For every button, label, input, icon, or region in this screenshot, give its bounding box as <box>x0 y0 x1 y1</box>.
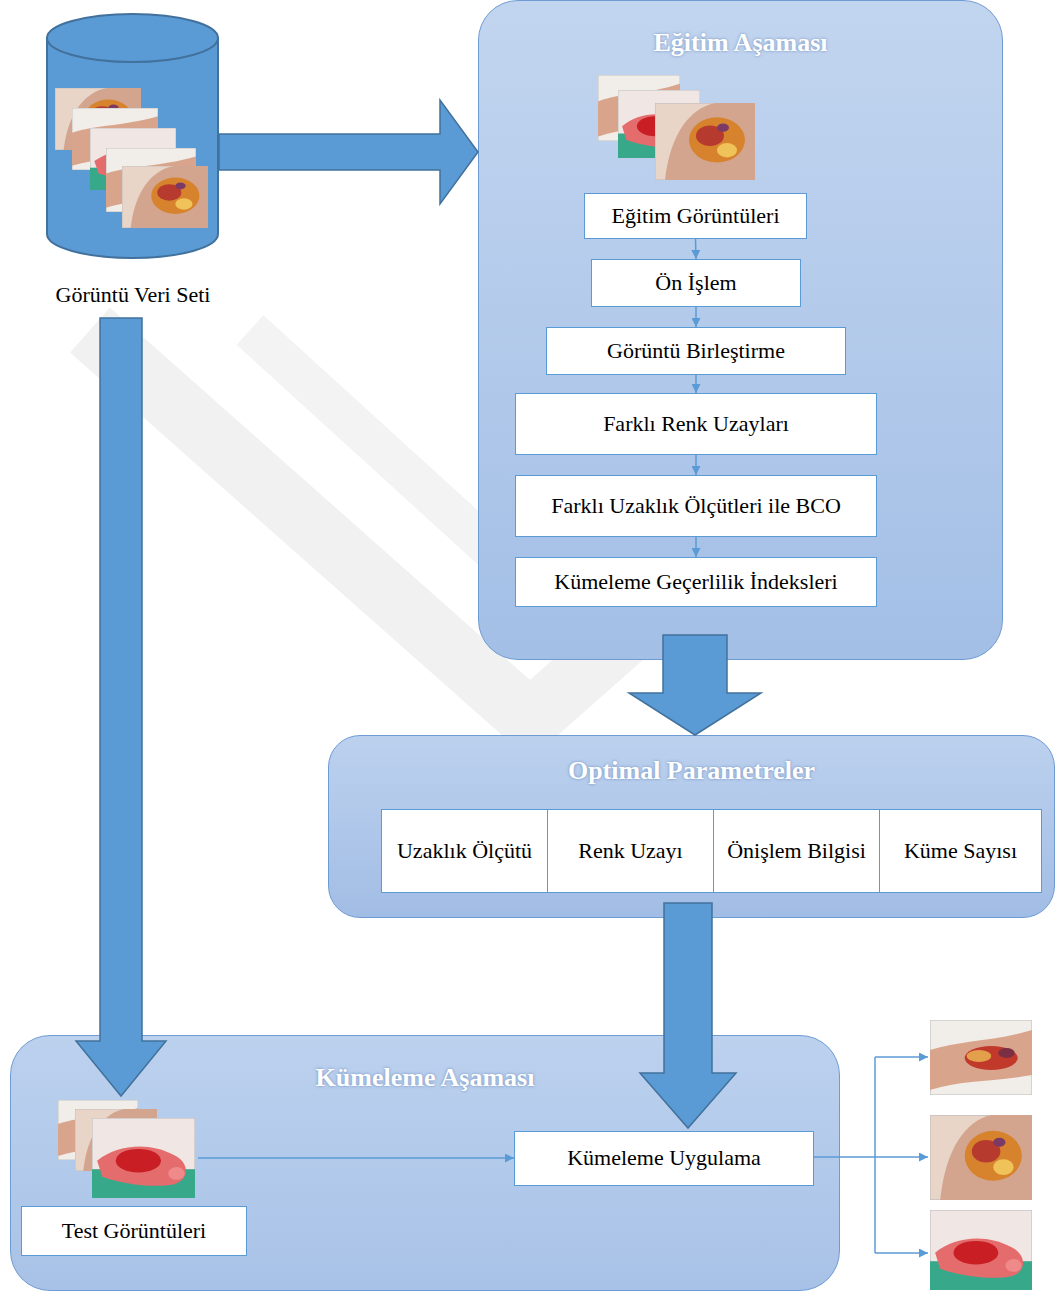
parameter-cell: Küme Sayısı <box>879 809 1042 893</box>
box-label: Görüntü Birleştirme <box>607 338 785 364</box>
box-label: Farklı Renk Uzayları <box>603 411 789 437</box>
cylinder-body <box>47 38 218 258</box>
box-label: Kümeleme Geçerlilik İndeksleri <box>554 569 837 595</box>
output-line <box>874 1057 876 1253</box>
photo <box>72 108 158 170</box>
block-arrow <box>76 318 166 1096</box>
block-arrow <box>640 903 736 1128</box>
photo <box>58 1100 138 1160</box>
flow-arrow <box>695 537 697 557</box>
flow-arrow <box>695 455 697 475</box>
process-box: Farklı Uzaklık Ölçütleri ile BCO <box>515 475 877 537</box>
parameter-label: Uzaklık Ölçütü <box>391 838 538 863</box>
test-photos <box>58 1100 195 1198</box>
output-line <box>813 1156 875 1158</box>
photo <box>930 1020 1032 1095</box>
photo <box>598 75 680 141</box>
stage-panel: Kümeleme AşamasıTest Görüntüleri Kümeleme… <box>10 1035 840 1291</box>
database-cylinder: Görüntü Veri Seti <box>30 8 236 308</box>
process-box: Test Görüntüleri <box>21 1206 247 1256</box>
panel-title: Optimal Parametreler <box>329 755 1054 786</box>
photo <box>92 1118 195 1198</box>
flow-arrow <box>695 239 697 259</box>
dataset-photos <box>55 88 208 228</box>
photo <box>655 103 755 180</box>
block-arrow <box>219 100 478 204</box>
box-label: Test Görüntüleri <box>62 1218 206 1244</box>
parameter-label: Önişlem Bilgisi <box>721 838 872 863</box>
box-label: Farklı Uzaklık Ölçütleri ile BCO <box>551 493 841 519</box>
box-label: Ön İşlem <box>655 270 736 296</box>
training-photos <box>598 75 755 180</box>
output-line <box>875 1056 928 1058</box>
flow-arrow <box>695 307 697 327</box>
photo <box>55 88 141 150</box>
parameter-label: Küme Sayısı <box>898 838 1023 863</box>
box-label: Kümeleme Uygulama <box>567 1145 761 1171</box>
parameter-cell: Önişlem Bilgisi <box>713 809 880 893</box>
output-line <box>875 1252 928 1254</box>
output-line <box>875 1156 928 1158</box>
process-box: Kümeleme Uygulama <box>514 1131 814 1186</box>
cylinder-top <box>47 14 218 62</box>
stage-panel: Eğitim AşamasıEğitim Görüntüleri Ön İşlem… <box>478 0 1003 660</box>
photo <box>618 90 700 158</box>
cylinder-shape <box>30 8 236 260</box>
result-photos <box>930 1020 1032 1290</box>
process-box: Görüntü Birleştirme <box>546 327 846 375</box>
parameter-label: Renk Uzayı <box>572 838 688 863</box>
panel-title: Eğitim Aşaması <box>479 27 1002 58</box>
process-box: Farklı Renk Uzayları <box>515 393 877 455</box>
output-branch <box>813 1057 928 1253</box>
database-label: Görüntü Veri Seti <box>56 282 211 308</box>
photo <box>75 1109 157 1171</box>
panel-title: Kümeleme Aşaması <box>11 1062 839 1093</box>
flow-arrow <box>695 375 697 393</box>
photo <box>90 128 176 190</box>
photo <box>122 166 208 228</box>
photo <box>930 1115 1032 1200</box>
photo <box>106 148 196 212</box>
parameter-cell: Uzaklık Ölçütü <box>381 809 548 893</box>
process-box: Ön İşlem <box>591 259 801 307</box>
process-box: Kümeleme Geçerlilik İndeksleri <box>515 557 877 607</box>
process-box: Eğitim Görüntüleri <box>584 193 807 239</box>
parameter-cell: Renk Uzayı <box>547 809 714 893</box>
photo <box>930 1210 1032 1290</box>
stage-panel: Optimal ParametrelerUzaklık Ölçütü Renk U… <box>328 735 1055 918</box>
block-arrow <box>629 635 761 735</box>
box-label: Eğitim Görüntüleri <box>611 203 779 229</box>
flow-arrow <box>198 1157 514 1159</box>
